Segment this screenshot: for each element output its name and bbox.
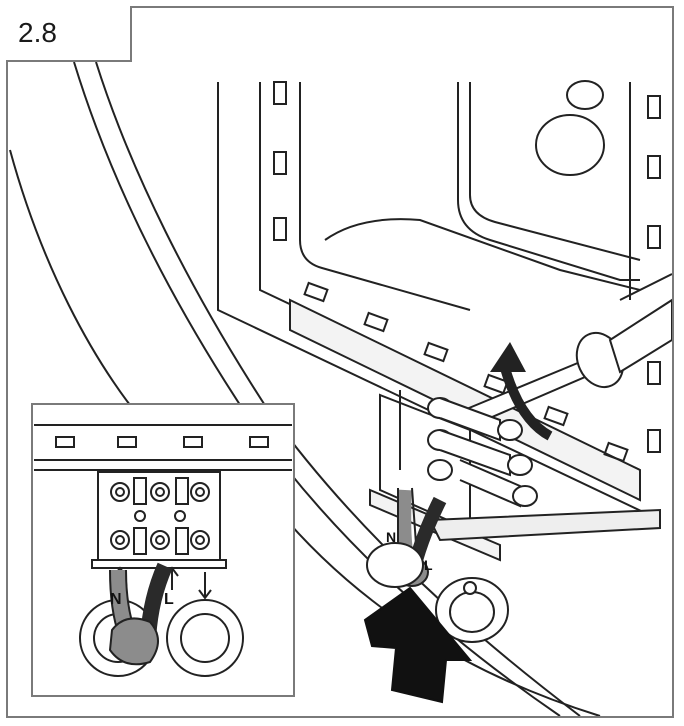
main-live-label: L [424, 557, 433, 573]
step-number: 2.8 [18, 17, 57, 48]
housing-arc-far [9, 149, 151, 431]
inset-detail: N L [31, 403, 295, 697]
inset-neutral-label: N [110, 591, 122, 608]
terminal-block-main [369, 390, 661, 562]
step-number-box: 2.8 [6, 6, 132, 62]
inset-live-label: L [164, 591, 174, 608]
terminal-screws-bottom [110, 530, 210, 550]
terminal-screws-top [110, 482, 210, 502]
main-neutral-label: N [386, 529, 396, 545]
rotate-arrow [500, 366, 553, 441]
push-up-arrow [363, 586, 473, 704]
junction-box [217, 80, 661, 521]
grommet-main-left [366, 542, 424, 588]
